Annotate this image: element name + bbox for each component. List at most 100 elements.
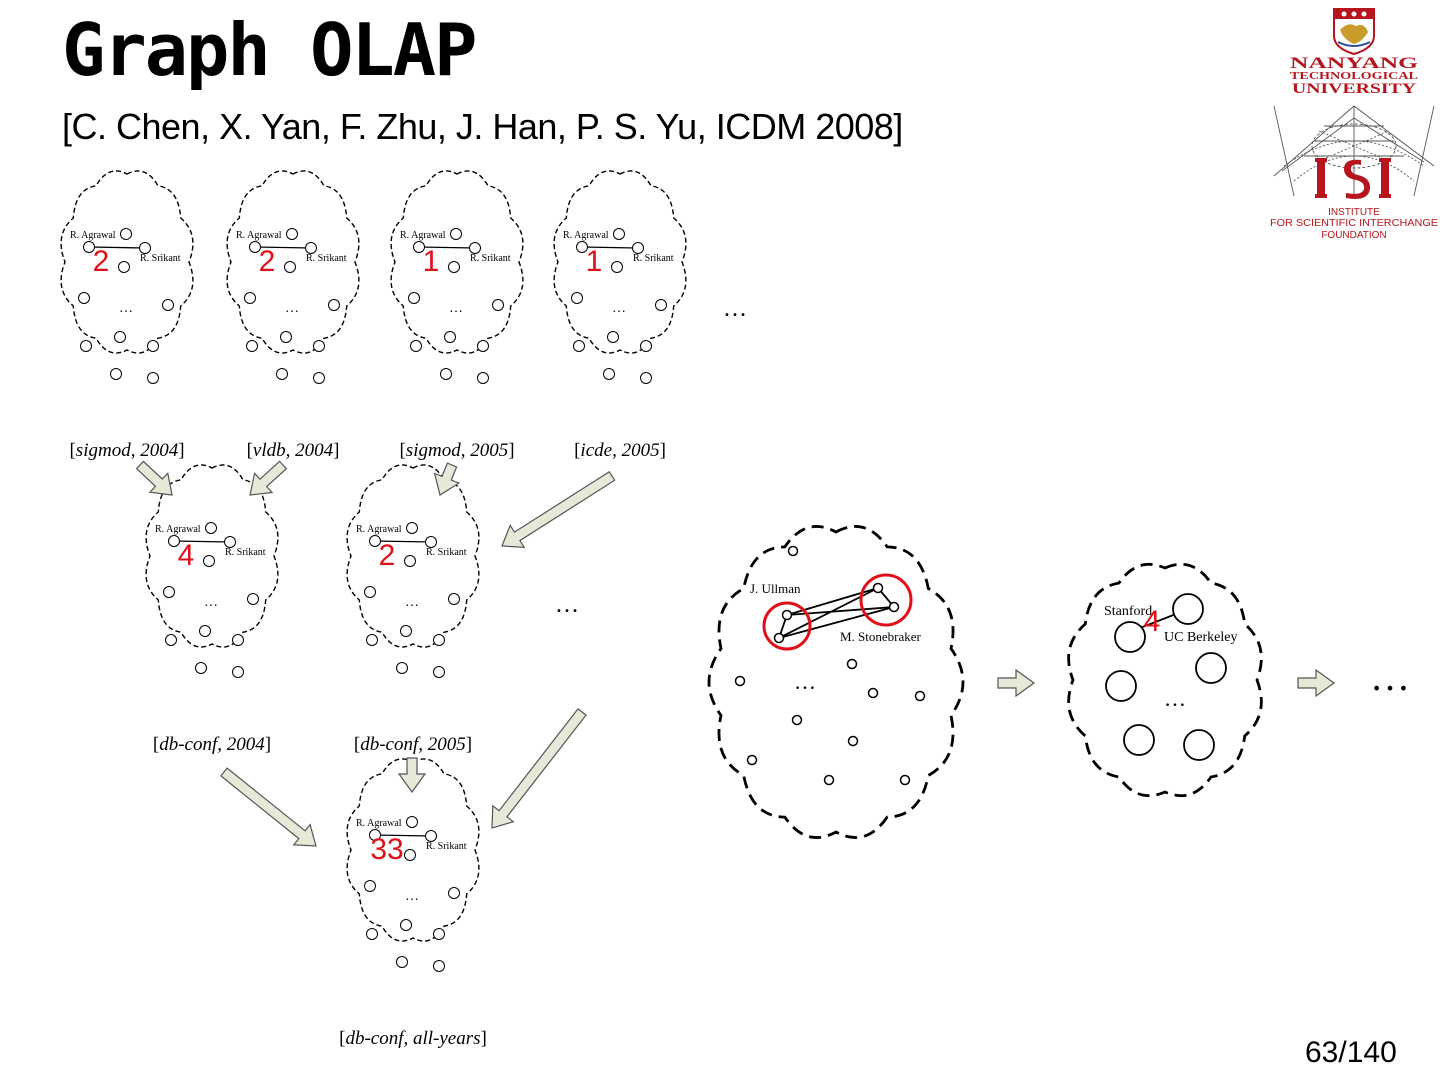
aggregation-arrow — [997, 668, 1036, 698]
author-node — [787, 545, 799, 557]
author-node — [328, 299, 340, 311]
author-node — [400, 919, 412, 931]
author-node — [603, 368, 615, 380]
author-node — [867, 687, 879, 699]
isi-name-line-1: INSTITUTE — [1328, 207, 1380, 218]
author-node — [364, 586, 376, 598]
author-node — [477, 372, 489, 384]
author-label-a: R. Agrawal — [400, 230, 446, 241]
author-node — [139, 242, 151, 254]
author-label-b: R. Srikant — [426, 841, 467, 852]
institution-node — [1105, 670, 1137, 702]
author-node — [448, 593, 460, 605]
cell-label: [icde, 2005] — [574, 440, 666, 461]
collaboration-count: 2 — [259, 245, 276, 278]
rollup-arrow — [249, 460, 288, 496]
collaboration-edge — [581, 246, 639, 249]
author-label-a: R. Agrawal — [155, 524, 201, 535]
author-node — [114, 331, 126, 343]
collaboration-edge — [418, 246, 476, 249]
author-node — [492, 299, 504, 311]
author-node — [410, 340, 422, 352]
author-node — [305, 242, 317, 254]
author-node — [205, 522, 217, 534]
author-label-a: R. Agrawal — [70, 230, 116, 241]
author-node — [433, 634, 445, 646]
ntu-name-line-3: UNIVERSITY — [1292, 81, 1416, 97]
rollup-arrow — [397, 757, 427, 794]
row-ellipsis: … — [555, 592, 579, 618]
isi-name-line-2: FOR SCIENTIFIC INTERCHANGE — [1270, 218, 1438, 229]
author-node — [110, 368, 122, 380]
author-node — [404, 555, 416, 567]
cell-label: [vldb, 2004] — [247, 440, 340, 461]
ellipsis: … — [612, 301, 626, 316]
author-node — [244, 292, 256, 304]
author-node — [369, 829, 381, 841]
author-node — [433, 928, 445, 940]
author-node — [655, 299, 667, 311]
author-node — [80, 340, 92, 352]
author-label-b: R. Srikant — [470, 253, 511, 264]
author-node — [632, 242, 644, 254]
author-node — [284, 261, 296, 273]
rollup-arrow — [501, 470, 616, 548]
author-node — [888, 601, 900, 613]
author-node — [83, 241, 95, 253]
author-node — [120, 228, 132, 240]
author-node — [448, 887, 460, 899]
author-node — [823, 774, 835, 786]
author-node — [425, 536, 437, 548]
cloud-outline — [1067, 563, 1263, 797]
collaboration-count: 4 — [178, 539, 195, 572]
author-node — [640, 372, 652, 384]
author-node — [640, 340, 652, 352]
ntu-name-line-1: NANYANG — [1290, 55, 1419, 72]
institution-node — [1114, 621, 1146, 653]
author-node — [313, 372, 325, 384]
institution-node — [1123, 724, 1155, 756]
collaboration-count: 4 — [1144, 605, 1161, 638]
collaboration-edge — [374, 540, 432, 543]
author-node — [313, 340, 325, 352]
author-node — [433, 666, 445, 678]
ntu-isi-logo: NANYANG TECHNOLOGICAL UNIVERSITY INSTITU… — [1270, 8, 1438, 241]
author-node — [249, 241, 261, 253]
author-node — [781, 609, 793, 621]
collaboration-edge — [254, 246, 312, 249]
institution-label-b: UC Berkeley — [1164, 630, 1237, 645]
cell-label: [db-conf, all-years] — [339, 1028, 487, 1049]
author-node — [872, 582, 884, 594]
author-node — [448, 261, 460, 273]
institution-label-a: Stanford — [1104, 604, 1152, 619]
coauthor-edge — [778, 606, 895, 639]
author-node — [364, 880, 376, 892]
author-label-b: R. Srikant — [140, 253, 181, 264]
rollup-arrow — [135, 460, 173, 496]
author-label-b: R. Srikant — [426, 547, 467, 558]
author-node — [573, 340, 585, 352]
ntu-name-line-2: TECHNOLOGICAL — [1290, 70, 1418, 82]
ellipsis: … — [285, 301, 299, 316]
collaboration-count: 2 — [93, 245, 110, 278]
author-label-b: R. Srikant — [225, 547, 266, 558]
author-node — [914, 690, 926, 702]
author-node — [396, 662, 408, 674]
isi-emblem-icon — [1273, 105, 1435, 197]
author-node — [413, 241, 425, 253]
author-node — [773, 632, 785, 644]
author-node — [746, 754, 758, 766]
author-node — [118, 261, 130, 273]
author-node — [195, 662, 207, 674]
author-label-b: M. Stonebraker — [840, 629, 922, 644]
author-node — [846, 658, 858, 670]
ellipsis: … — [119, 301, 133, 316]
trailing-ellipsis: … — [1370, 654, 1410, 699]
